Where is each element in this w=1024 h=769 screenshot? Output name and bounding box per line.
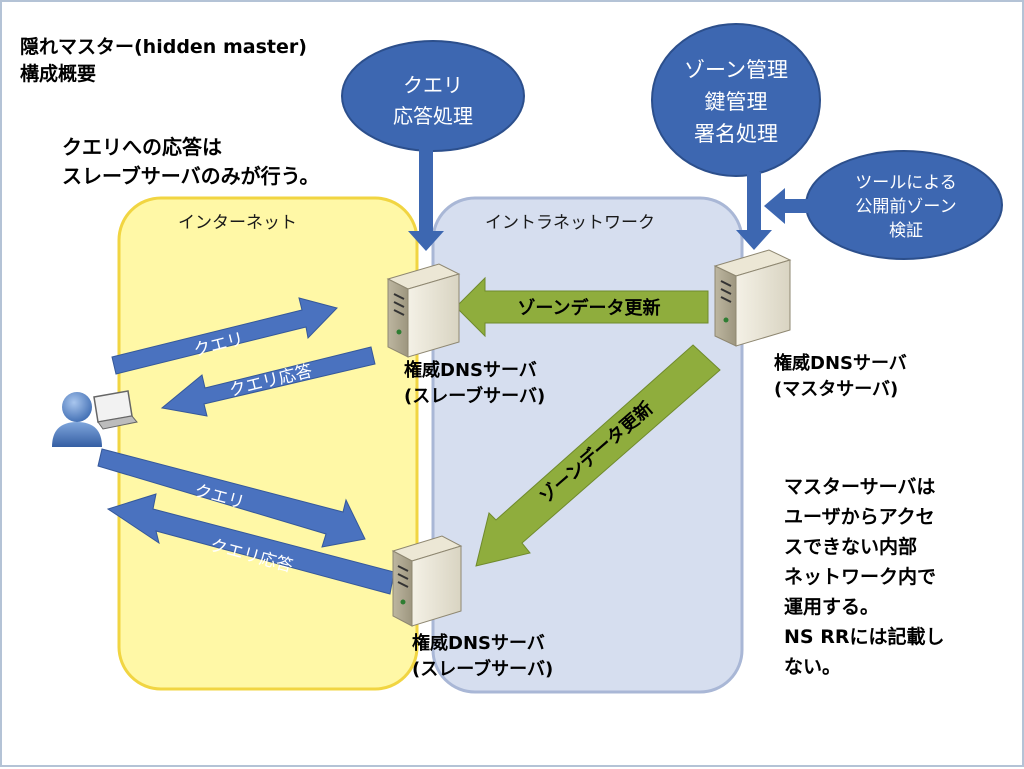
tool-verification-line2: 公開前ゾーン [855, 197, 956, 217]
server-label-slave-bottom: 権威DNSサーバ (スレーブサーバ) [412, 631, 553, 683]
server-label-slave-top: 権威DNSサーバ (スレーブサーバ) [404, 358, 545, 410]
title-line1: 隠れマスター(hidden master) [20, 36, 307, 58]
server-icon-slave-top [386, 263, 461, 358]
user-icon [52, 392, 102, 447]
server-label-master-line1: 権威DNSサーバ [774, 353, 907, 374]
zone-management-line3: 署名処理 [694, 122, 778, 146]
server-label-slave-top-line2: (スレーブサーバ) [404, 386, 546, 407]
query-response-arrow-top [160, 346, 376, 417]
server-label-master: 権威DNSサーバ (マスタサーバ) [774, 351, 907, 403]
server-label-master-line2: (マスタサーバ) [774, 379, 899, 400]
response-note: クエリへの応答は スレーブサーバのみが行う。 [62, 133, 319, 191]
note-line1: クエリへの応答は [62, 135, 222, 159]
server-label-slave-top-line1: 権威DNSサーバ [404, 360, 537, 381]
zone-update-label-horizontal: ゾーンデータ更新 [517, 297, 660, 319]
note-line2: スレーブサーバのみが行う。 [62, 164, 320, 188]
zone-management-line1: ゾーン管理 [684, 58, 788, 82]
master-note-line: NS RRには記載し [784, 626, 945, 648]
internet-zone-label: インターネット [178, 213, 297, 233]
query-response-arrow-bottom [106, 493, 395, 595]
master-server-note: マスターサーバは ユーザからアクセ スできない内部 ネットワーク内で 運用する。… [784, 472, 944, 682]
title-line2: 構成概要 [20, 63, 97, 85]
query-processing-line2: 応答処理 [393, 104, 473, 128]
zone-management-bubble [651, 23, 821, 250]
master-note-line: スできない内部 [784, 536, 918, 558]
intranet-zone-label: イントラネットワーク [485, 213, 655, 233]
master-note-line: ない。 [784, 656, 842, 678]
server-icon-slave-bottom [391, 535, 463, 627]
tool-verification-line1: ツールによる [855, 173, 957, 193]
laptop-icon [93, 390, 138, 430]
query-processing-bubble [341, 40, 525, 251]
tool-verification-line3: 検証 [889, 221, 923, 241]
zone-update-arrow-diagonal [475, 344, 721, 567]
master-note-line: ユーザからアクセ [784, 506, 935, 528]
internet-zone [117, 196, 419, 691]
query-arrow-bottom [97, 448, 366, 548]
master-note-line: ネットワーク内で [784, 566, 937, 588]
tool-verification-bubble [764, 150, 1003, 260]
server-label-slave-bottom-line1: 権威DNSサーバ [412, 633, 545, 654]
server-icon-master [713, 249, 792, 347]
master-note-line: マスターサーバは [784, 476, 936, 498]
page-title: 隠れマスター(hidden master) 構成概要 [20, 34, 307, 88]
query-arrow-top [111, 297, 338, 375]
query-processing-line1: クエリ [403, 73, 463, 97]
master-note-line: 運用する。 [784, 596, 880, 618]
zone-update-arrow-horizontal [455, 276, 709, 338]
server-label-slave-bottom-line2: (スレーブサーバ) [412, 659, 554, 680]
zone-management-line2: 鍵管理 [705, 90, 768, 114]
